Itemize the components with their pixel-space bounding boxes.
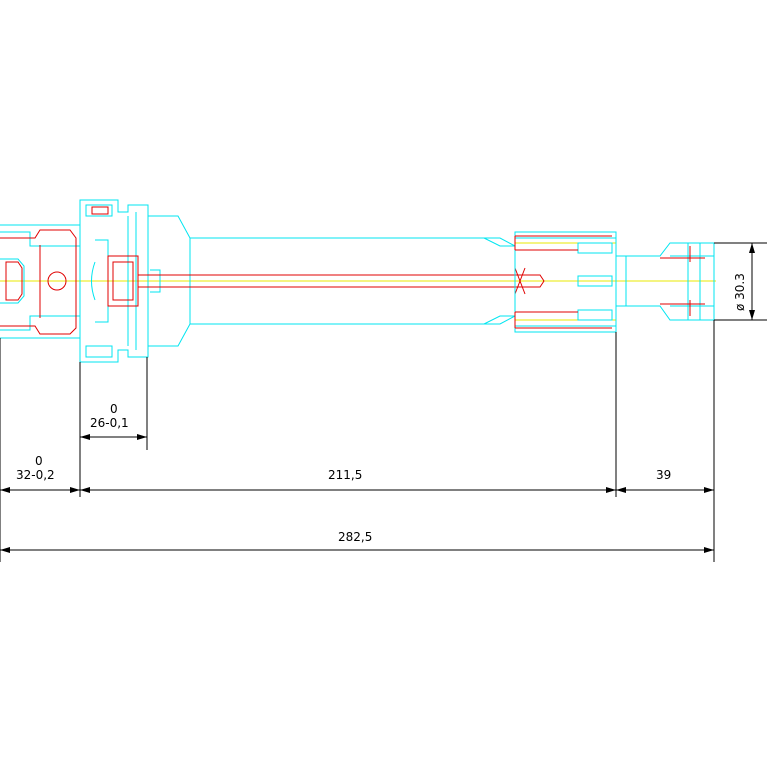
collet-section: [660, 246, 705, 316]
tolerance-26-label: 26-0,1: [90, 416, 129, 430]
tolerance-26-upper: 0: [110, 402, 118, 416]
diameter-label: ø 30.3: [733, 273, 747, 311]
extension-lines: [0, 320, 715, 562]
length-211-label: 211,5: [328, 468, 362, 482]
flange-section: [0, 229, 77, 335]
nut-section: [514, 235, 612, 329]
collar-section: [91, 206, 139, 307]
tolerance-32-label: 32-0,2: [16, 468, 55, 482]
length-total-label: 282,5: [338, 530, 372, 544]
dimension-26: 0 26-0,1: [80, 402, 147, 440]
dimension-diameter: ø 30.3: [714, 242, 767, 321]
dimension-row-partial: 0 32-0,2 211,5 39: [0, 454, 714, 493]
length-39-label: 39: [656, 468, 671, 482]
coolant-bore: [138, 267, 545, 295]
dimension-total: 282,5: [0, 530, 714, 553]
nut-outline: [483, 231, 617, 333]
shank-outline: [150, 237, 516, 325]
collet-outline: [616, 242, 715, 321]
tolerance-32-upper: 0: [35, 454, 43, 468]
